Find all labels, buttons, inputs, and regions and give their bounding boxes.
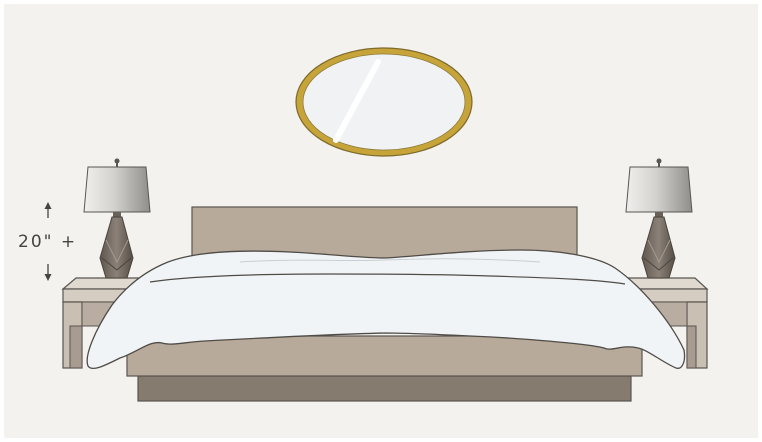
oval-mirror <box>296 48 472 156</box>
mirror-glass <box>303 54 465 150</box>
height-dimension-label: 20" + <box>18 232 77 252</box>
bed-base <box>138 376 631 401</box>
